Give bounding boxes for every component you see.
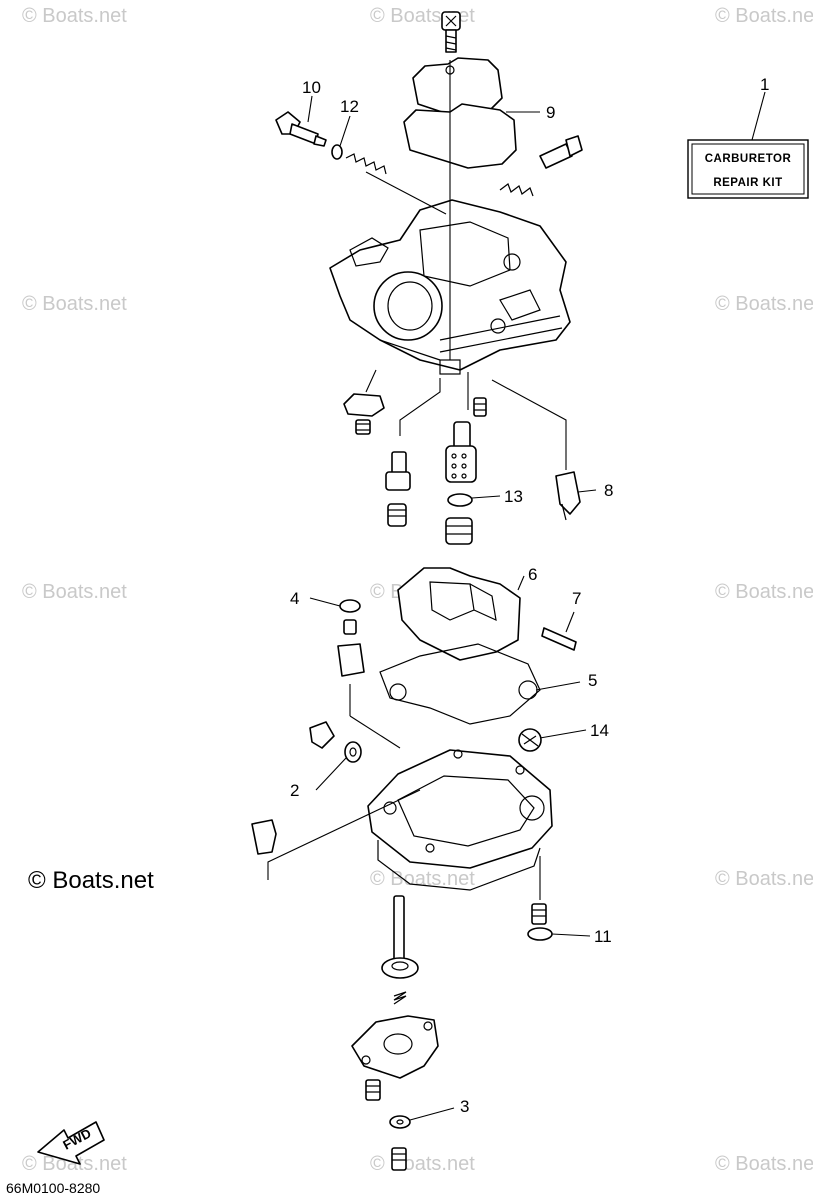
watermark: © Boats.net <box>22 293 127 315</box>
screw-11 <box>527 856 553 941</box>
watermark: © Boats.net <box>370 868 475 890</box>
bottom-screws <box>365 1079 411 1171</box>
drain-screw <box>309 721 362 763</box>
callout-13: 13 <box>504 487 523 506</box>
kit-label-line1: CARBURETOR <box>705 153 792 165</box>
springs <box>345 135 583 197</box>
needle-valve-parts <box>337 599 401 749</box>
top-screw <box>441 11 461 53</box>
watermark: © Boats.net <box>715 581 813 603</box>
diagram-code: 66M0100-8280 <box>6 1180 100 1196</box>
float <box>397 567 521 661</box>
watermark: © Boats.net <box>370 1153 475 1175</box>
kit-label-line2: REPAIR KIT <box>713 177 782 189</box>
watermark: © Boats.net <box>22 581 127 603</box>
pump-cover <box>351 1015 439 1079</box>
callout-leaders <box>307 95 597 1121</box>
fwd-arrow-icon: FWD <box>37 1121 105 1165</box>
callout-14: 14 <box>590 721 609 740</box>
watermark: © Boats.net <box>715 5 813 27</box>
callout-5: 5 <box>588 671 597 690</box>
pump-plunger <box>381 895 419 1005</box>
lower-jet-parts <box>343 393 581 545</box>
callout-9: 9 <box>546 103 555 122</box>
float-chamber <box>367 749 553 891</box>
callout-1: 1 <box>760 75 769 94</box>
side-screw-leader <box>267 789 421 880</box>
callout-4: 4 <box>290 589 299 608</box>
watermark: © Boats.net <box>715 293 813 315</box>
callout-2: 2 <box>290 781 299 800</box>
diaphragm-plates <box>403 57 517 169</box>
callout-10: 10 <box>302 78 321 97</box>
brand-watermark: © Boats.net <box>28 867 154 894</box>
watermark: © Boats.net <box>22 1153 127 1175</box>
pilot-screw <box>275 111 327 147</box>
watermark: © Boats.net <box>715 1153 813 1175</box>
callout-7: 7 <box>572 589 581 608</box>
callout-numbers: 1 2 3 4 5 6 7 8 9 10 11 12 13 14 <box>290 75 769 1116</box>
body-leader-lines <box>365 171 567 470</box>
o-ring <box>331 144 343 160</box>
callout-12: 12 <box>340 97 359 116</box>
callout-11: 11 <box>594 927 612 946</box>
float-pin <box>541 627 577 651</box>
watermark: © Boats.net <box>715 868 813 890</box>
watermark: © Boats.net <box>22 5 127 27</box>
repair-kit-box: CARBURETOR REPAIR KIT <box>687 91 809 199</box>
side-screw <box>251 819 277 855</box>
callout-6: 6 <box>528 565 537 584</box>
callout-3: 3 <box>460 1097 469 1116</box>
callout-8: 8 <box>604 481 613 500</box>
